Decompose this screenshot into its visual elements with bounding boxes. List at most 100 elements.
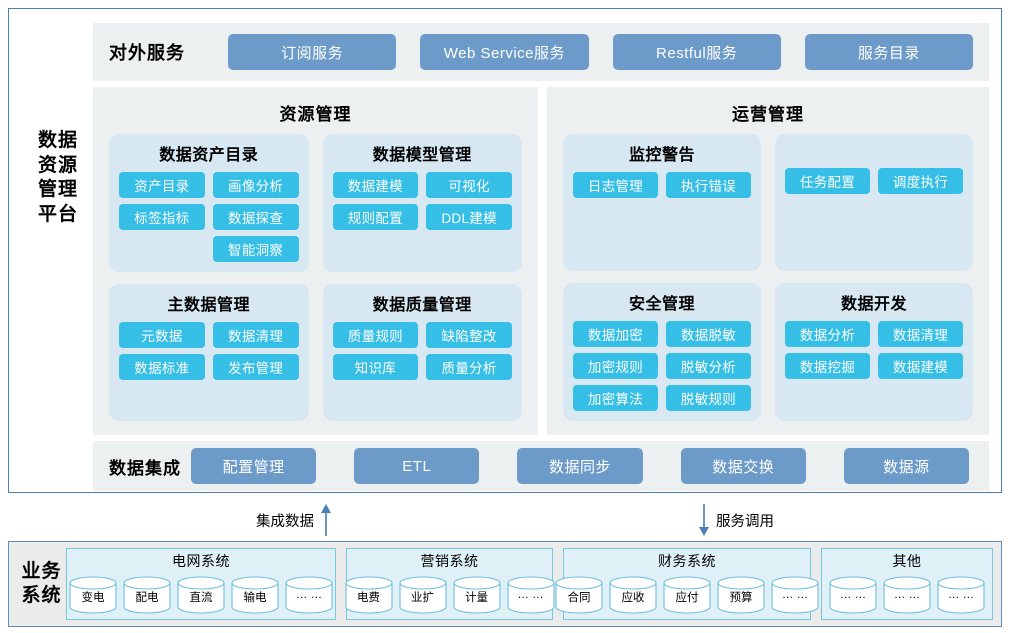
feature-card-title: 安全管理 — [628, 296, 695, 313]
external-service-button[interactable]: Restful服务 — [612, 34, 781, 70]
database-icon — [452, 576, 501, 614]
business-system-group: 其他 … … … … … … — [821, 548, 993, 620]
database-cylinder[interactable]: 合同 — [555, 576, 603, 614]
feature-chip[interactable]: 数据挖掘 — [785, 353, 870, 379]
database-cylinder[interactable]: … … — [937, 576, 985, 614]
feature-card-title: 监控警告 — [628, 147, 695, 164]
database-icon — [937, 576, 985, 614]
feature-chip[interactable]: 数据清理 — [878, 321, 963, 347]
external-services-strip: 对外服务 订阅服务 Web Service服务 Restful服务服务目录 — [93, 23, 989, 81]
external-service-button[interactable]: 订阅服务 — [228, 34, 397, 70]
data-integration-button[interactable]: ETL — [354, 448, 480, 484]
business-systems-title: 业务系统 — [17, 560, 66, 608]
data-integration-button[interactable]: 数据源 — [843, 448, 970, 484]
feature-chip[interactable]: 加密规则 — [573, 353, 658, 379]
feature-chip[interactable]: 规则配置 — [332, 204, 419, 230]
business-systems-title-line: 业务 — [21, 561, 62, 583]
database-cylinder[interactable]: … … — [771, 576, 819, 614]
feature-chip[interactable]: 数据标准 — [119, 354, 205, 380]
arrow-down-icon — [699, 504, 709, 536]
feature-chip[interactable]: 数据建模 — [332, 172, 419, 198]
database-icon — [771, 576, 819, 614]
database-row: 电费业扩计量 … … — [344, 573, 555, 614]
database-cylinder[interactable]: 预算 — [717, 576, 765, 614]
database-cylinder[interactable]: 输电 — [231, 576, 279, 614]
business-systems-frame: 业务系统 电网系统变电配电直流输电… …营销系统电费业扩计量… …财务系统合同应… — [8, 541, 1002, 627]
feature-chip[interactable]: 数据加密 — [573, 321, 658, 347]
business-system-group-title: 营销系统 — [420, 553, 479, 569]
database-cylinder[interactable]: 应收 — [609, 576, 657, 614]
database-cylinder[interactable]: 配电 — [123, 576, 171, 614]
database-cylinder[interactable]: … … — [506, 576, 555, 614]
database-icon — [829, 576, 877, 614]
database-cylinder[interactable]: 电费 — [344, 576, 393, 614]
feature-chip[interactable]: 画像分析 — [212, 172, 299, 198]
card-grid: 数据资产目录资产目录画像分析标签指标数据探查智能洞察数据模型管理数据建模可视化规… — [109, 134, 522, 421]
feature-chip[interactable]: 任务配置 — [785, 168, 870, 194]
platform-title-line: 管理 — [37, 179, 78, 201]
feature-chip[interactable]: 加密算法 — [573, 385, 658, 411]
database-cylinder[interactable]: 直流 — [177, 576, 225, 614]
platform-title-line: 数据 — [37, 130, 78, 151]
feature-card-title: 数据开发 — [840, 296, 907, 313]
feature-chip[interactable]: 脱敏规则 — [666, 385, 751, 411]
feature-chip[interactable]: 元数据 — [119, 322, 205, 348]
data-integration-button[interactable]: 数据同步 — [517, 448, 643, 484]
flow-label: 集成数据 — [256, 513, 314, 530]
database-icon — [717, 576, 765, 614]
card-row: 安全管理数据加密数据脱敏加密规则脱敏分析加密算法脱敏规则数据开发数据分析数据清理… — [563, 283, 973, 421]
database-label: … … — [893, 589, 921, 601]
feature-chip[interactable]: 数据脱敏 — [666, 321, 751, 347]
database-icon — [231, 576, 279, 614]
feature-card: 任务配置调度执行 — [775, 134, 973, 271]
arrow-up-icon — [321, 504, 331, 536]
feature-card: 数据开发数据分析数据清理数据挖掘数据建模 — [775, 283, 973, 421]
feature-chip[interactable]: 资产目录 — [119, 172, 205, 198]
database-cylinder[interactable]: … … — [883, 576, 931, 614]
database-label: 预算 — [729, 592, 753, 604]
feature-chip[interactable]: 日志管理 — [573, 172, 658, 198]
feature-chip[interactable]: 可视化 — [426, 172, 512, 198]
feature-chip[interactable]: 知识库 — [332, 354, 419, 380]
feature-chip[interactable]: DDL建模 — [426, 204, 512, 230]
external-service-button[interactable]: 服务目录 — [804, 34, 973, 70]
platform-title-line: 平台 — [37, 204, 78, 226]
database-cylinder[interactable]: … … — [285, 576, 333, 614]
feature-chip[interactable]: 智能洞察 — [212, 236, 299, 262]
business-system-group: 财务系统合同应收应付预算… … — [555, 548, 819, 620]
feature-chip[interactable]: 数据分析 — [785, 321, 870, 347]
database-label: 配电 — [135, 592, 159, 604]
external-services-buttons: 订阅服务 Web Service服务 Restful服务服务目录 — [228, 34, 989, 70]
business-system-group: 营销系统电费业扩计量 … … — [344, 548, 555, 620]
feature-card-title: 主数据管理 — [167, 297, 250, 314]
data-integration-button[interactable]: 配置管理 — [191, 448, 317, 484]
external-services-title: 对外服务 — [109, 43, 185, 63]
database-cylinder[interactable]: 变电 — [69, 576, 117, 614]
data-integration-button[interactable]: 数据交换 — [680, 448, 806, 484]
feature-chip[interactable]: 质量分析 — [426, 354, 512, 380]
feature-chip[interactable]: 调度执行 — [878, 168, 963, 194]
platform-title: 数据资源管理平台 — [23, 129, 93, 228]
feature-chip[interactable]: 脱敏分析 — [666, 353, 751, 379]
feature-chip[interactable]: 数据建模 — [878, 353, 963, 379]
feature-chip[interactable]: 质量规则 — [332, 322, 419, 348]
external-service-button[interactable]: Web Service服务 — [420, 34, 589, 70]
feature-chip[interactable]: 数据探查 — [212, 204, 299, 230]
feature-chip[interactable]: 数据清理 — [212, 322, 299, 348]
database-cylinder[interactable]: … … — [829, 576, 877, 614]
database-label: … … — [517, 589, 544, 601]
management-panel-title: 资源管理 — [279, 105, 352, 124]
feature-chip[interactable]: 执行错误 — [666, 172, 751, 198]
business-system-group-title: 电网系统 — [172, 553, 230, 569]
database-cylinder[interactable]: 计量 — [452, 576, 501, 614]
database-cylinder[interactable]: 应付 — [663, 576, 711, 614]
database-label: 变电 — [81, 592, 105, 604]
database-cylinder[interactable]: 业扩 — [398, 576, 447, 614]
feature-chip[interactable]: 标签指标 — [119, 204, 205, 230]
feature-chip[interactable]: 发布管理 — [212, 354, 299, 380]
business-system-group-title: 其他 — [892, 553, 922, 569]
feature-chip[interactable]: 缺陷整改 — [426, 322, 512, 348]
